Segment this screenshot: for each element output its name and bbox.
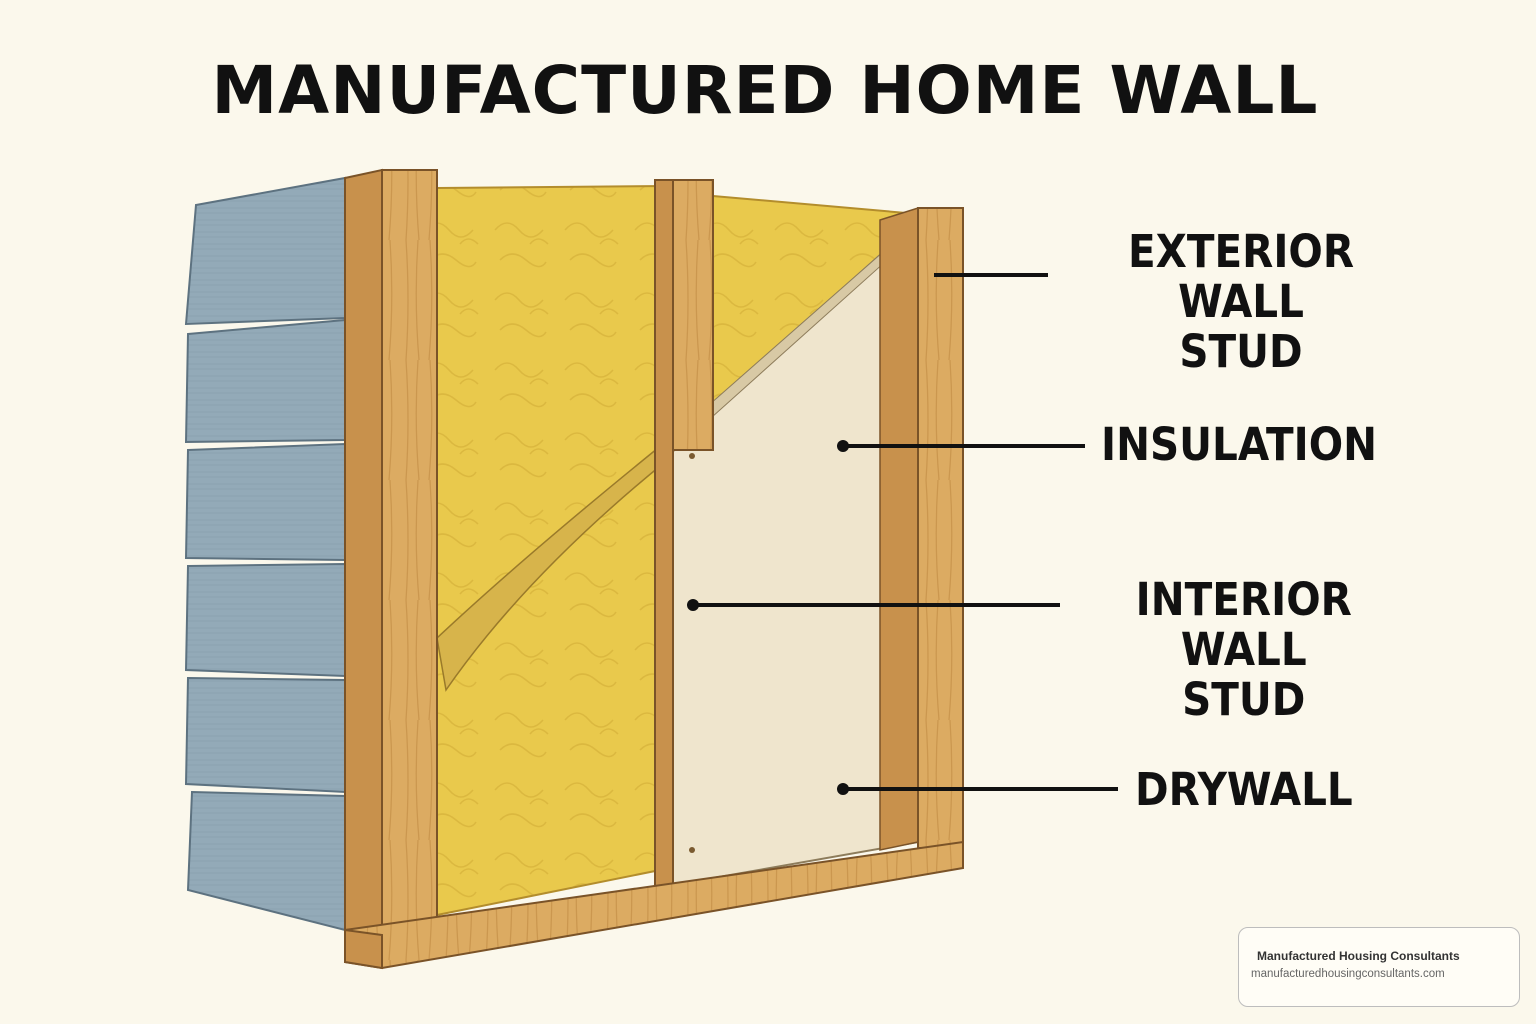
credit-card: Manufactured Housing Consultants manufac…	[1238, 927, 1520, 1007]
credit-name: Manufactured Housing Consultants	[1257, 949, 1460, 963]
leader-dot-interior-wall-stud	[687, 599, 699, 611]
credit-url: manufacturedhousingconsultants.com	[1251, 968, 1445, 980]
diagram-title: MANUFACTURED HOME WALL	[211, 52, 1319, 129]
label-drywall-text: DRYWALL	[1135, 763, 1353, 816]
label-interior-wall-stud: INTERIOR WALL STUD	[1075, 575, 1413, 725]
leader-lines	[687, 273, 1118, 795]
label-interior-wall-stud-text: INTERIOR WALL STUD	[1135, 573, 1352, 726]
leader-dot-drywall	[837, 783, 849, 795]
label-exterior-wall-stud-text: EXTERIOR WALL STUD	[1127, 225, 1355, 378]
siding-panels	[184, 176, 346, 932]
label-insulation-text: INSULATION	[1101, 418, 1378, 471]
label-insulation: INSULATION	[1101, 420, 1377, 470]
label-drywall: DRYWALL	[1135, 765, 1369, 815]
leader-dot-insulation	[837, 440, 849, 452]
bottom-plate	[344, 840, 964, 970]
label-exterior-wall-stud: EXTERIOR WALL STUD	[1070, 227, 1412, 377]
